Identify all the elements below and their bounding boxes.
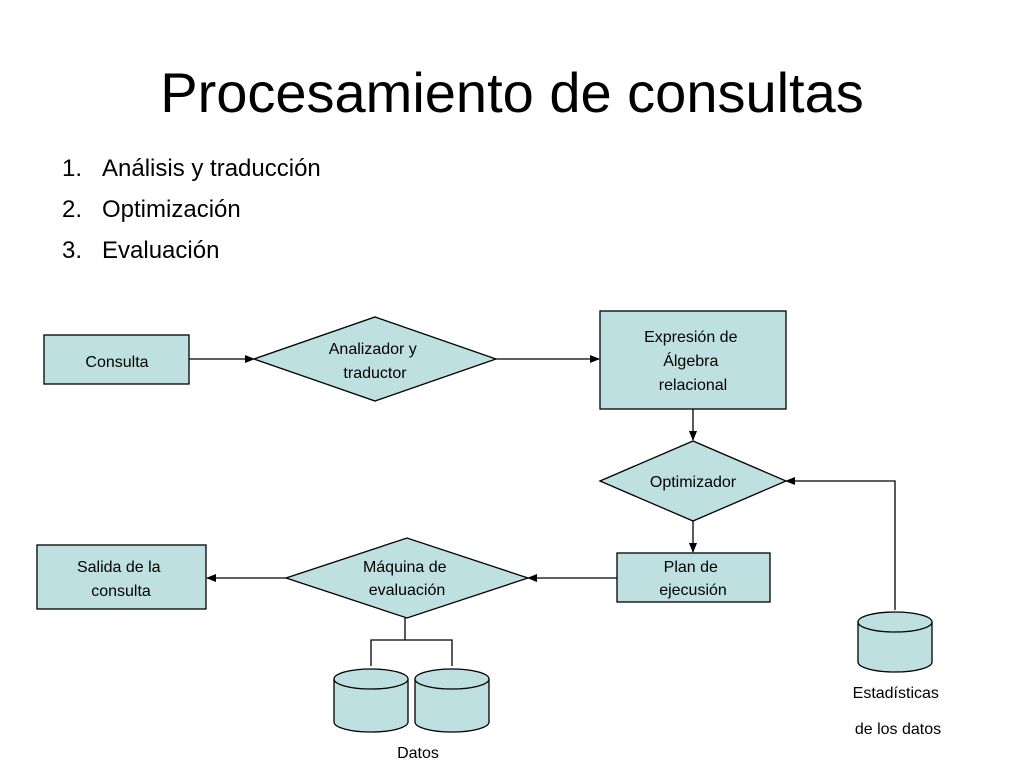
- estadisticas-cylinder: [857, 611, 933, 673]
- datos-cylinders: [333, 668, 490, 733]
- maquina-label: Máquina de evaluación: [363, 559, 451, 599]
- plan-label: Plan de ejecusión: [659, 559, 727, 599]
- salida-label: Salida de la consulta: [77, 559, 165, 600]
- slide-title: Procesamiento de consultas: [160, 61, 864, 124]
- salida-box: [36, 544, 207, 610]
- step-item: 2. Optimización: [62, 196, 241, 223]
- optimizador-label: Optimizador: [650, 474, 737, 491]
- database-icon: [333, 668, 409, 733]
- arrow-estadisticas-optimizador: [785, 477, 896, 610]
- connectors: [189, 355, 896, 666]
- plan-box: [616, 552, 771, 603]
- steps-list: 1. Análisis y traducción 2. Optimización…: [62, 148, 321, 271]
- line-datos-split: [370, 639, 453, 666]
- datos-label: Datos: [397, 745, 439, 762]
- step-item: 1. Análisis y traducción: [62, 155, 321, 182]
- analizador-label: Analizador y traductor: [329, 341, 422, 382]
- database-icon: [857, 611, 933, 673]
- consulta-label: Consulta: [85, 354, 148, 371]
- database-icon: [414, 668, 490, 733]
- step-item: 3. Evaluación: [62, 237, 220, 264]
- analizador-diamond: [252, 316, 498, 402]
- optimizador-diamond: [598, 440, 788, 522]
- expresion-box: [599, 310, 787, 410]
- consulta-box: [43, 334, 190, 385]
- estadisticas-label: Estadísticas de los datos: [853, 685, 944, 738]
- expresion-label: Expresión de Álgebra relacional: [644, 329, 742, 394]
- maquina-diamond: [283, 537, 531, 619]
